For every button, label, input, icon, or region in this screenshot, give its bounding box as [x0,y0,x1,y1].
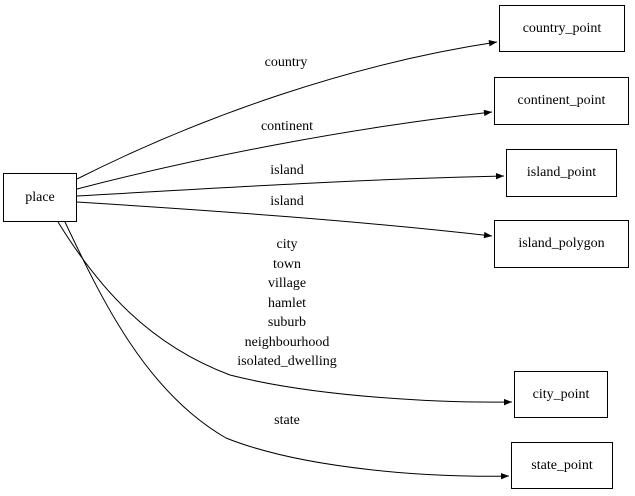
edge-label-line-town: town [272,256,301,272]
node-place: place [3,173,77,222]
node-island-point-label: island_point [526,165,597,180]
node-place-label: place [25,189,55,205]
node-island-polygon: island_polygon [494,220,629,268]
edge-place-continent-point [76,109,493,190]
edge-label-island-polygon: island [270,194,304,209]
node-island-polygon-label: island_polygon [518,236,605,251]
node-country-point: country_point [499,5,625,52]
edge-place-city-point [57,221,513,406]
edge-place-island-polygon [76,201,493,239]
edge-place-state-point [64,221,510,480]
edge-label-country: country [264,55,308,70]
edge-label-island-point: island [270,163,304,178]
node-state-point-label: state_point [531,457,593,473]
edge-label-state: state [274,413,300,428]
edge-label-line-isolated-dwelling: isolated_dwelling [237,354,337,369]
node-island-point: island_point [506,149,617,197]
node-city-point-label: city_point [532,386,590,402]
edge-place-island-point [76,172,505,197]
edge-label-line-neighbourhood: neighbourhood [244,334,330,350]
edge-label-city-point: city town village hamlet suburb neighbou… [237,235,337,372]
edge-label-continent: continent [260,119,314,134]
node-state-point: state_point [511,442,613,489]
node-continent-point-label: continent_point [517,93,606,108]
node-country-point-label: country_point [522,20,602,36]
node-continent-point: continent_point [494,77,629,125]
edge-label-line-hamlet: hamlet [267,295,307,311]
edge-label-line-village: village [267,276,307,291]
edge-label-line-suburb: suburb [267,315,307,330]
edge-place-country-point [76,40,498,180]
edge-label-line-city: city [276,237,298,252]
node-city-point: city_point [514,371,608,418]
